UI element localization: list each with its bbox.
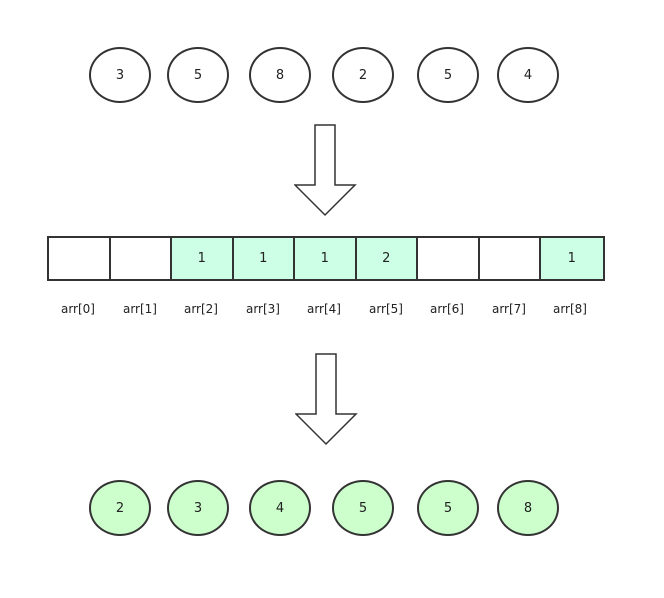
count-cell-4: 1 <box>295 238 357 279</box>
input-value: 3 <box>115 67 125 83</box>
output-value: 3 <box>193 500 203 516</box>
index-label-0: arr[0] <box>60 302 95 316</box>
output-node-1: 2 <box>89 480 151 536</box>
input-value: 5 <box>443 67 453 83</box>
count-array: 1 1 1 2 1 <box>47 236 605 281</box>
output-node-4: 5 <box>332 480 394 536</box>
down-arrow-icon <box>295 353 358 446</box>
count-cell-8: 1 <box>541 238 603 279</box>
input-node-5: 5 <box>417 47 479 103</box>
input-node-1: 3 <box>89 47 151 103</box>
index-label-8: arr[8] <box>552 302 587 316</box>
input-node-2: 5 <box>167 47 229 103</box>
input-value: 8 <box>275 67 285 83</box>
index-label-2: arr[2] <box>183 302 218 316</box>
output-value: 4 <box>275 500 285 516</box>
index-label-3: arr[3] <box>245 302 280 316</box>
input-value: 4 <box>523 67 533 83</box>
count-cell-6 <box>418 238 480 279</box>
input-value: 5 <box>193 67 203 83</box>
count-cell-3: 1 <box>233 238 295 279</box>
index-label-6: arr[6] <box>429 302 464 316</box>
input-node-6: 4 <box>497 47 559 103</box>
index-label-4: arr[4] <box>306 302 341 316</box>
input-node-4: 2 <box>332 47 394 103</box>
index-label-7: arr[7] <box>491 302 526 316</box>
output-node-6: 8 <box>497 480 559 536</box>
output-value: 2 <box>115 500 125 516</box>
output-node-2: 3 <box>167 480 229 536</box>
input-value: 2 <box>358 67 368 83</box>
output-value: 5 <box>443 500 453 516</box>
count-cell-5: 2 <box>356 238 418 279</box>
output-value: 5 <box>358 500 368 516</box>
count-cell-0 <box>49 238 111 279</box>
down-arrow-icon <box>294 124 357 217</box>
index-label-5: arr[5] <box>368 302 403 316</box>
output-value: 8 <box>523 500 533 516</box>
input-node-3: 8 <box>249 47 311 103</box>
index-label-1: arr[1] <box>122 302 157 316</box>
count-cell-2: 1 <box>172 238 234 279</box>
count-cell-1 <box>110 238 172 279</box>
count-cell-7 <box>479 238 541 279</box>
output-node-3: 4 <box>249 480 311 536</box>
output-node-5: 5 <box>417 480 479 536</box>
